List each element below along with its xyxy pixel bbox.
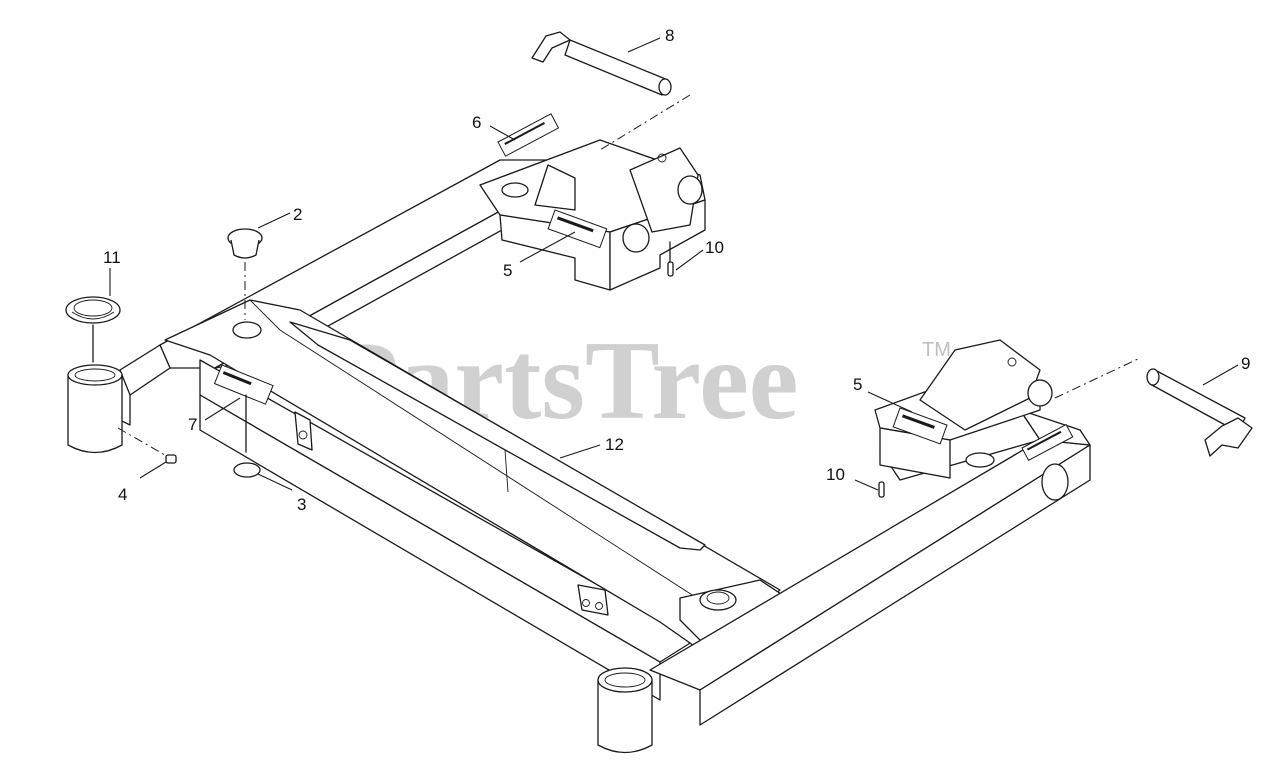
- part-4-screw: [117, 427, 177, 464]
- rear-hitch-lower-hole: [622, 223, 650, 253]
- front-sleeve-bore: [604, 672, 646, 688]
- front-sleeve-top: [597, 667, 653, 693]
- leader-lines: [109, 37, 1239, 491]
- front-plate-hole-inner: [706, 591, 730, 605]
- main-frame: [119, 159, 1091, 726]
- callouts: 8 6 2 11 10 5 9 5 7 12 10 4 3: [103, 26, 1250, 514]
- part-8-pin: [531, 31, 672, 96]
- rear-hitch-pin-top: [657, 153, 667, 163]
- front-plate-hole: [699, 589, 737, 611]
- callout-8: 8: [665, 26, 674, 45]
- bottom-bracket-hole-b: [595, 602, 603, 610]
- pin-9-tip: [1146, 368, 1160, 386]
- bushing-bore: [73, 299, 113, 317]
- cotter-10-front: [878, 481, 885, 498]
- bottom-bracket-hole-a: [582, 599, 590, 607]
- bottom-bracket-tab: [577, 584, 609, 616]
- leader-10-rear: [675, 249, 704, 271]
- decal-5-rear-text: [556, 216, 594, 233]
- pin-8-handle: [531, 31, 571, 63]
- front-hitch-pin-top: [1007, 357, 1017, 367]
- decal-7-text: [222, 371, 252, 386]
- bushing-lip: [71, 311, 115, 320]
- part-11-bushing: [65, 296, 121, 324]
- front-sleeve: [597, 667, 653, 754]
- leader-2: [257, 212, 291, 229]
- plug-body: [230, 239, 260, 259]
- left-bracket: [294, 411, 313, 451]
- front-hitch-bracket: [874, 339, 1053, 479]
- callout-10-front: 10: [826, 465, 845, 484]
- strip-mark: [504, 449, 509, 493]
- pin-8-axis-line: [599, 94, 691, 151]
- clip-ring: [233, 462, 261, 478]
- front-hitch-ear: [919, 339, 1041, 431]
- callout-12: 12: [605, 435, 624, 454]
- rear-plate-hole: [232, 321, 262, 339]
- leader-6: [489, 125, 516, 141]
- screw-axis-line: [117, 427, 171, 459]
- left-side-rail-side: [199, 394, 661, 701]
- pin-9-axis-line: [1054, 357, 1141, 399]
- center-plate-crease: [249, 299, 701, 601]
- rear-rail-end: [119, 344, 171, 396]
- front-hitch-pin-hole: [1027, 379, 1053, 407]
- front-rail-decal: [1021, 423, 1074, 462]
- screw-head: [165, 454, 177, 464]
- rear-hitch-hole: [501, 182, 529, 198]
- pin-8-tip: [658, 78, 672, 96]
- leader-12: [559, 444, 601, 459]
- watermark-trademark: TM: [922, 339, 951, 361]
- callout-11: 11: [103, 248, 121, 267]
- callout-10-rear: 10: [705, 238, 724, 257]
- rear-hitch-pin-hole: [677, 175, 703, 205]
- leader-4: [139, 461, 167, 479]
- left-bracket-hole: [298, 430, 308, 440]
- callout-4: 4: [118, 485, 127, 504]
- leader-10-front: [854, 479, 879, 491]
- leader-5-rear: [519, 231, 576, 263]
- leader-7: [204, 397, 241, 421]
- front-rail-end-hole: [1041, 463, 1069, 501]
- part-2-plug: [227, 228, 263, 259]
- part-12-strip: [289, 321, 706, 551]
- front-rail-decal-text: [1026, 430, 1062, 451]
- leader-8: [627, 37, 661, 53]
- leader-3: [257, 473, 293, 491]
- callout-5-front: 5: [853, 375, 862, 394]
- leader-5-front: [867, 391, 913, 413]
- callout-9: 9: [1241, 354, 1250, 373]
- sleeve-top: [67, 364, 123, 386]
- callout-7: 7: [188, 415, 197, 434]
- sleeve-body: [67, 374, 123, 454]
- callout-6: 6: [472, 113, 481, 132]
- decal-5-front-text: [901, 414, 935, 429]
- part-3-clip: [233, 394, 261, 478]
- front-sleeve-body: [597, 679, 653, 754]
- front-cross-rail-side: [699, 444, 1091, 726]
- cotter-10-rear: [667, 261, 674, 277]
- front-hitch-hole: [965, 452, 995, 468]
- callout-2: 2: [293, 205, 302, 224]
- decal-7: [213, 364, 274, 405]
- rear-hitch-ear-left: [534, 164, 576, 211]
- callout-5-rear: 5: [503, 261, 512, 280]
- callout-3: 3: [297, 495, 306, 514]
- pin-8-shaft: [564, 39, 669, 96]
- leader-9: [1202, 364, 1239, 386]
- rear-left-sleeve: [67, 364, 123, 454]
- rear-hitch-bracket: [479, 139, 706, 291]
- pin-9-handle: [1204, 417, 1253, 457]
- part-9-pin: [1146, 368, 1253, 457]
- strip-body: [289, 321, 706, 551]
- bottom-bracket: [577, 584, 609, 616]
- sleeve-bore: [74, 368, 116, 382]
